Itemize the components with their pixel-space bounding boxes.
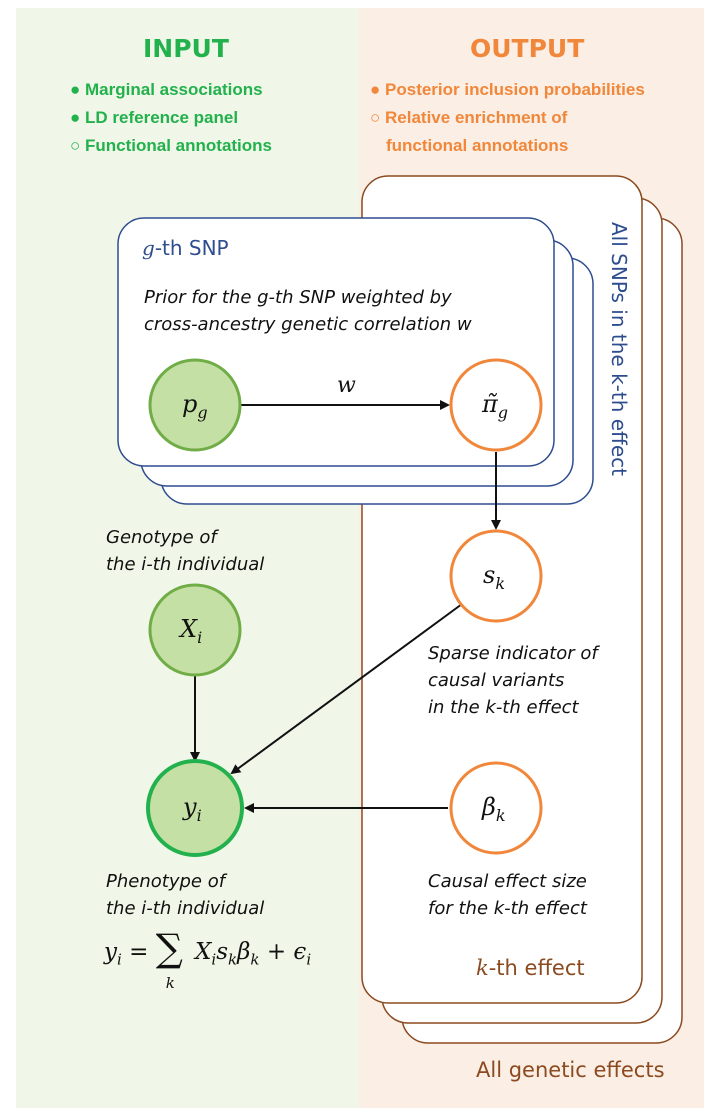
node-X-label: Xi: [178, 615, 202, 647]
node-p-label: pg: [182, 390, 208, 422]
sparse-indicator-label: Sparse indicator of causal variants in t…: [428, 643, 598, 718]
output-item-pip: ● Posterior inclusion probabilities: [370, 80, 645, 99]
input-item-marginal: ● Marginal associations: [70, 80, 263, 99]
all-effects-label: All genetic effects: [476, 1058, 665, 1082]
kth-effect-label: k-th effect: [476, 956, 585, 980]
output-heading: OUTPUT: [470, 34, 585, 63]
all-snps-label: All SNPs in the k-th effect: [607, 222, 631, 476]
node-beta: [449, 761, 543, 855]
snp-plate-title: g-th SNP: [142, 236, 229, 260]
node-beta-label: βk: [481, 793, 506, 825]
node-pi: [449, 358, 543, 452]
prior-label: Prior for the g-th SNP weighted by cross…: [144, 287, 472, 335]
node-p: [148, 358, 242, 452]
node-s-label: sk: [483, 561, 505, 593]
phenotype-label: Phenotype of the i-th individual: [106, 871, 265, 919]
node-y-label: yi: [182, 793, 202, 825]
edge-s-to-y: [230, 603, 463, 775]
node-s: [449, 529, 543, 623]
edge-w-label: w: [337, 373, 356, 398]
output-item-enrichment: ○ Relative enrichment of: [370, 108, 568, 127]
node-X: [148, 583, 242, 677]
output-item-functional: functional annotations: [386, 136, 569, 155]
input-item-ld: ● LD reference panel: [70, 108, 239, 127]
node-pi-label: π̃g: [481, 390, 508, 422]
phenotype-equation: yi = ∑ k Xiskβk + ϵi: [104, 926, 312, 992]
input-item-functional: ○ Functional annotations: [70, 136, 273, 155]
genotype-label: Genotype of the i-th individual: [106, 527, 265, 575]
causal-effect-label: Causal effect size for the k-th effect: [428, 871, 587, 919]
input-panel: [16, 8, 359, 1108]
input-heading: INPUT: [143, 34, 229, 63]
node-y: [146, 759, 244, 857]
